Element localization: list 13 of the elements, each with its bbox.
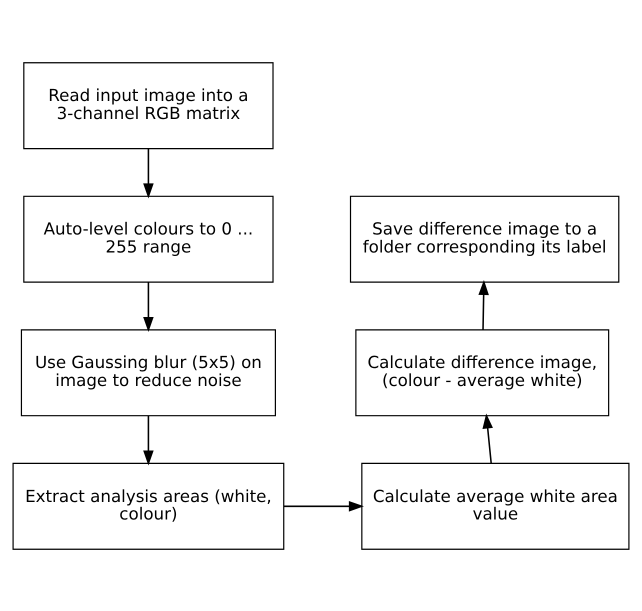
arrow [143,415,154,466]
arrow [482,413,493,463]
node-box: Calculate difference image, (colour - average white) [355,328,610,416]
arrow [143,148,154,198]
arrow [143,282,154,332]
node-box: Calculate average white area value [361,462,630,550]
node-box: Read input image into a 3-channel RGB matrix [23,62,274,149]
arrow [478,279,489,330]
node-box: Save difference image to a folder corresponding its label [350,195,620,282]
arrow [284,500,364,512]
node-box: Auto-level colours to 0 ... 255 range [23,195,274,282]
node-box: Extract analysis areas (white, colour) [12,462,284,550]
node-box: Use Gaussing blur (5x5) on image to reduce noise [20,328,276,416]
